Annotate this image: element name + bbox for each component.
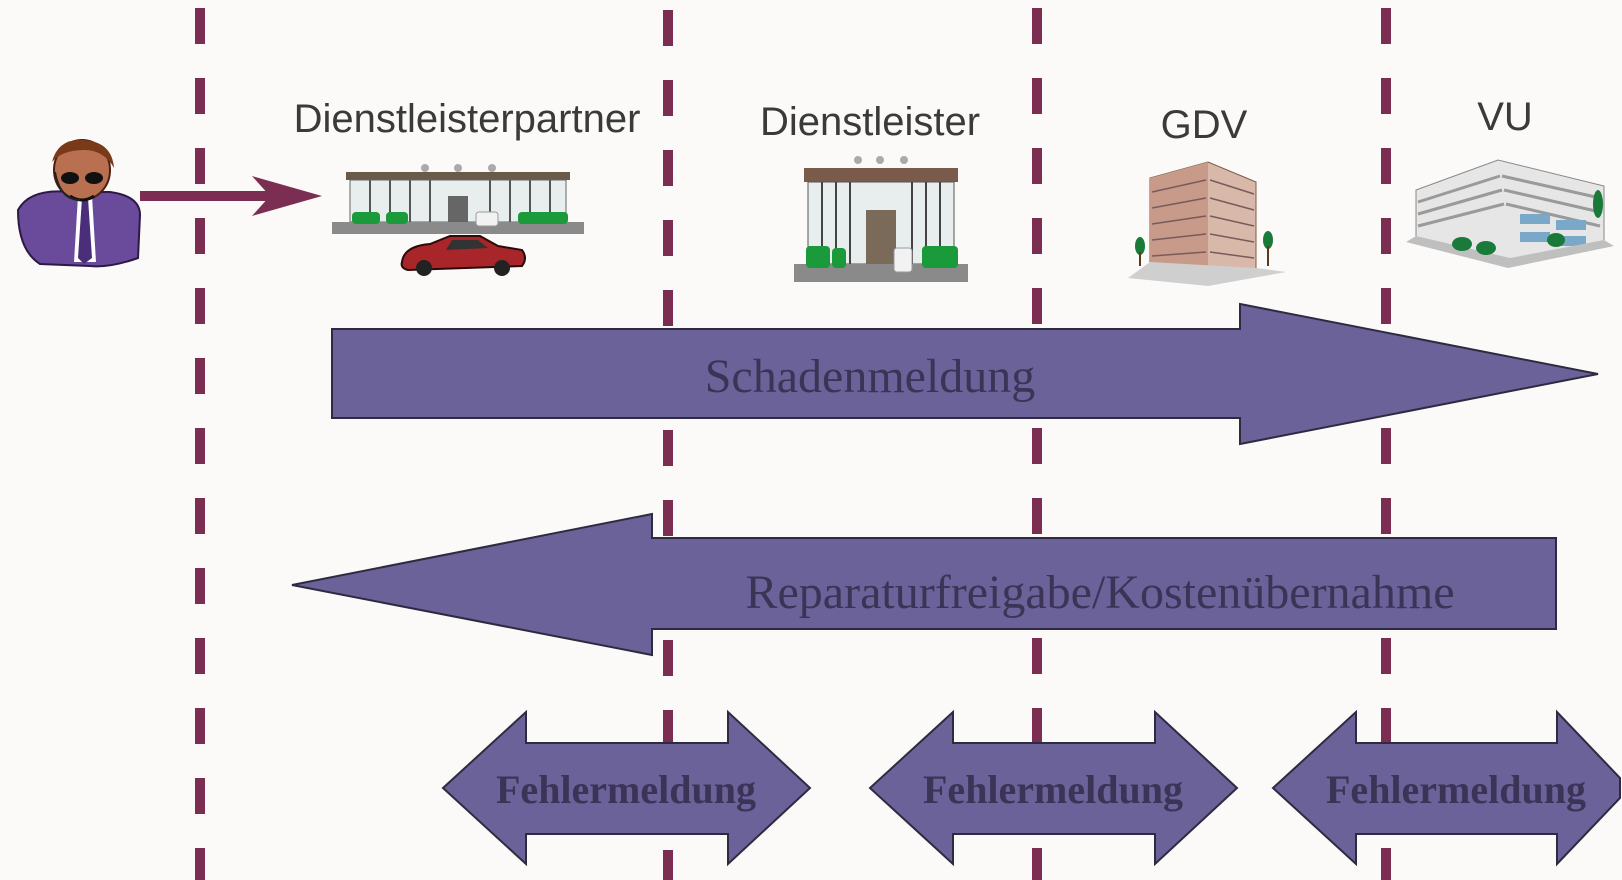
fehlermeldung-label-3: Fehlermeldung [1326,767,1586,812]
lane-title-dienstleister: Dienstleister [760,100,980,144]
fehlermeldung-arrow-2: Fehlermeldung [868,709,1239,867]
fehlermeldung-label-2: Fehlermeldung [923,767,1183,812]
lane-title-gdv: GDV [1161,103,1248,147]
lane-dividers [195,8,1391,880]
workshop-building-with-car-icon [332,164,584,276]
fehlermeldung-arrow-3: Fehlermeldung [1271,709,1621,867]
customer-to-partner-arrow [140,176,322,216]
schadenmeldung-label: Schadenmeldung [705,350,1036,403]
fehlermeldung-label-1: Fehlermeldung [496,767,756,812]
lane-title-vu: VU [1477,95,1533,139]
person-headset-icon [16,139,142,268]
reparaturfreigabe-arrow: Reparaturfreigabe/Kostenübernahme [291,512,1557,657]
storefront-building-icon [794,156,968,282]
lane-title-dienstleisterpartner: Dienstleisterpartner [294,97,641,141]
fehlermeldung-arrow-1: Fehlermeldung [441,709,812,867]
office-complex-icon [1406,159,1614,268]
office-tower-icon [1128,161,1286,286]
reparaturfreigabe-label: Reparaturfreigabe/Kostenübernahme [745,566,1454,619]
schadenmeldung-arrow: Schadenmeldung [331,302,1599,446]
